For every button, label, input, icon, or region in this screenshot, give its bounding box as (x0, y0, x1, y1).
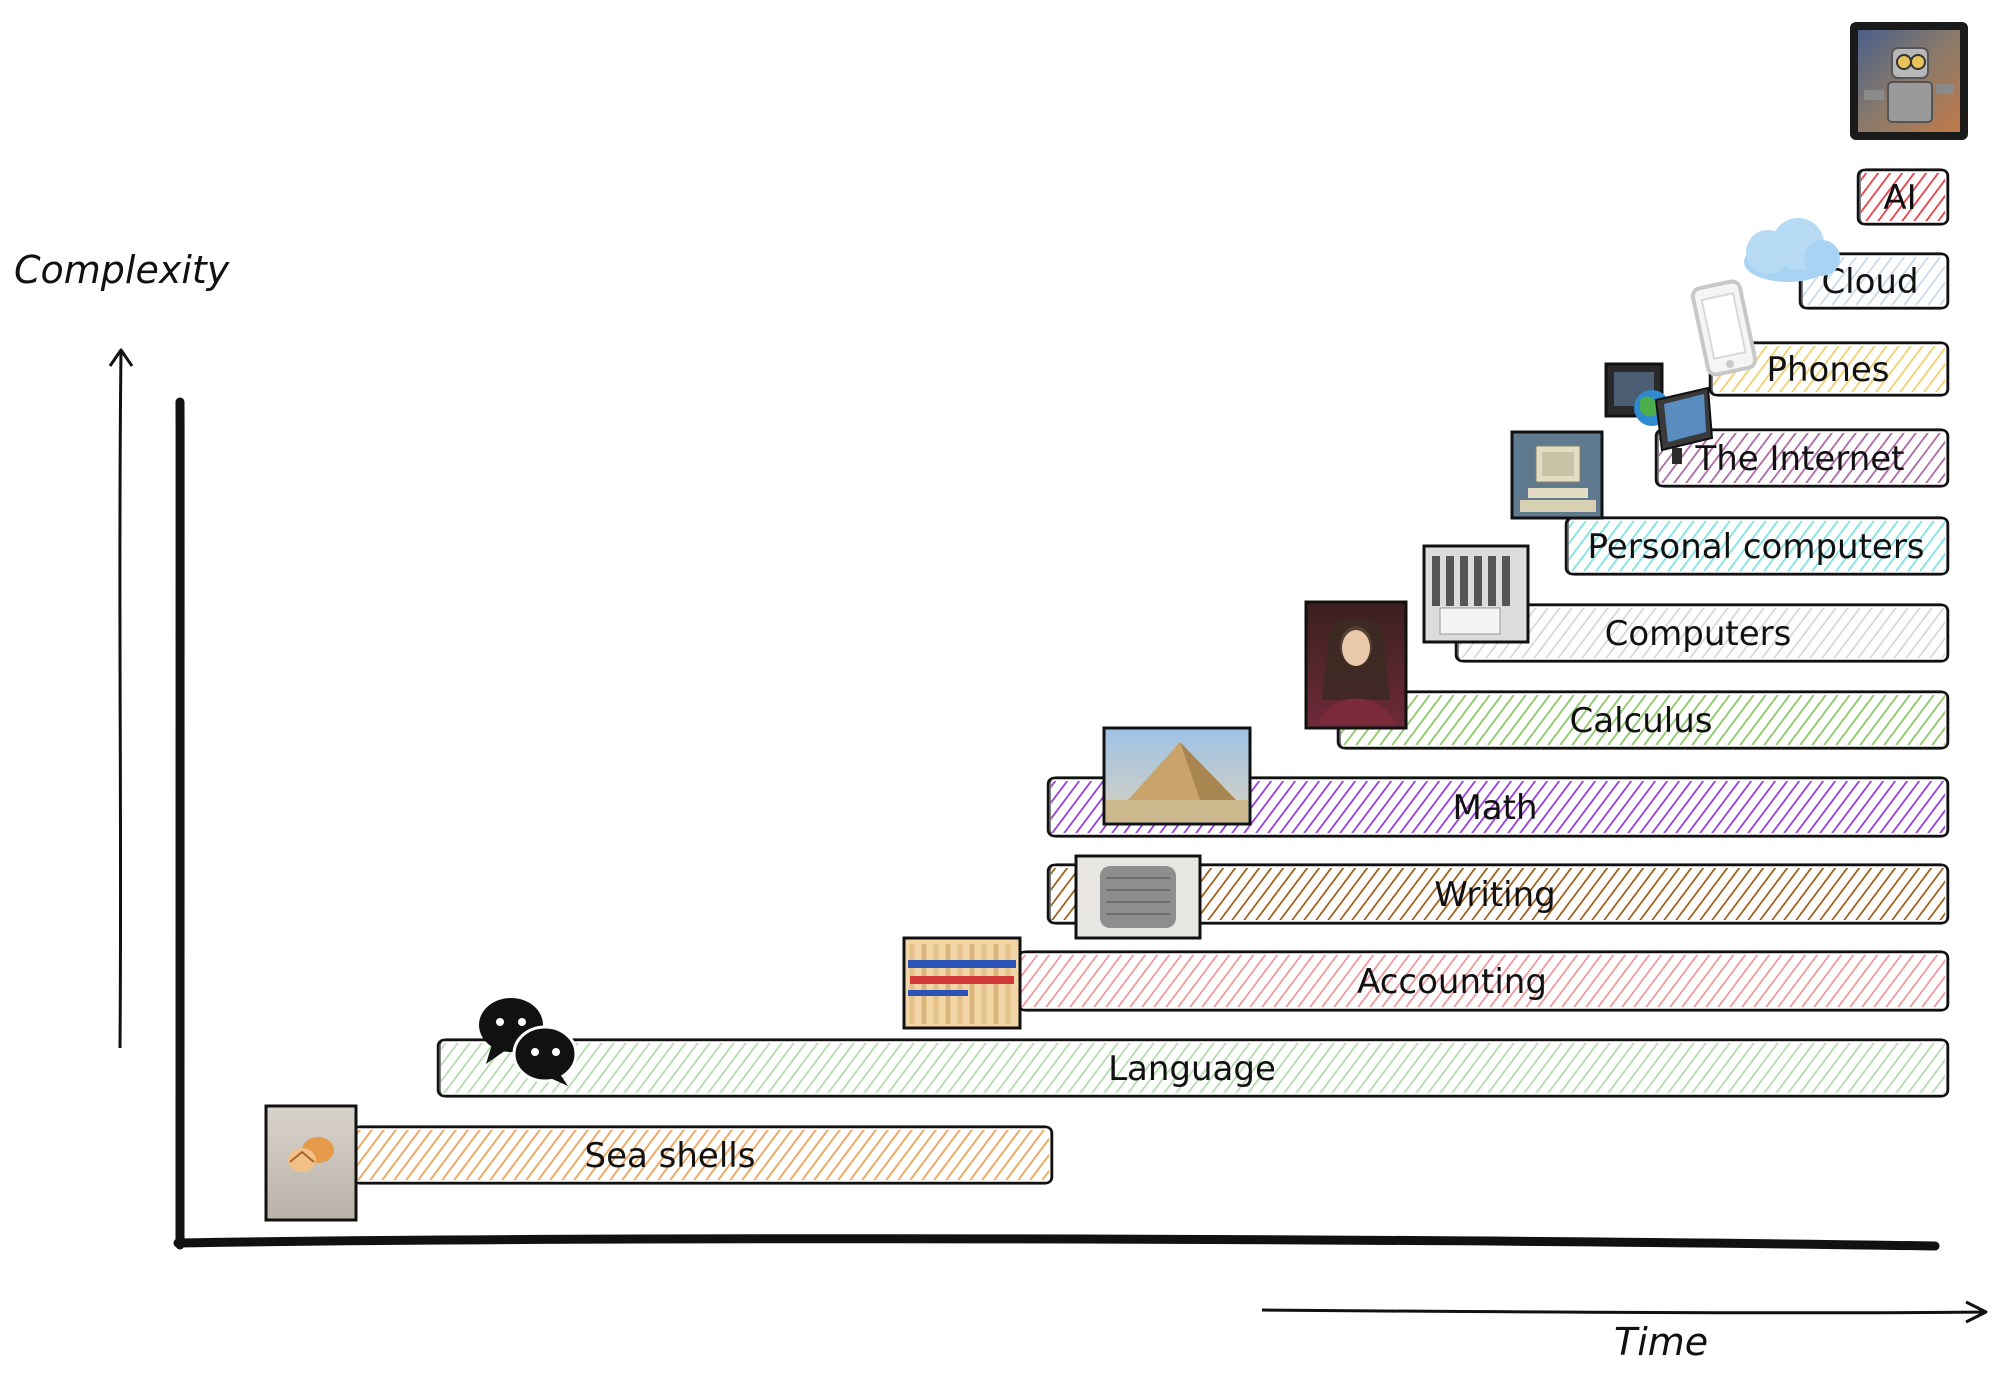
y-axis-label: Complexity (14, 248, 230, 292)
milestone-bar-math: Math (1046, 776, 1950, 838)
x-arrowhead (1965, 1300, 1988, 1324)
counting-sticks-photo (902, 936, 1022, 1030)
y-arrowhead (108, 348, 134, 367)
milestone-label-the-internet: The Internet (1694, 439, 1904, 479)
milestone-label-calculus: Calculus (1570, 701, 1713, 741)
milestone-bar-ai: AI (1856, 168, 1950, 226)
desktop-computer-photo (1510, 430, 1604, 520)
milestone-label-writing: Writing (1434, 875, 1555, 915)
networked-monitors-icon (1604, 362, 1714, 464)
milestone-label-accounting: Accounting (1357, 962, 1547, 1002)
clay-tablet-photo (1074, 854, 1202, 940)
portrait-photo (1304, 600, 1408, 730)
milestone-bar-the-internet: The Internet (1654, 428, 1950, 488)
milestone-bar-language: Language (436, 1038, 1950, 1098)
milestone-bar-sea-shells: Sea shells (350, 1125, 1054, 1185)
axes (108, 348, 1988, 1324)
milestone-bar-personal-computers: Personal computers (1564, 516, 1950, 576)
y-axis-line (174, 397, 185, 1250)
milestone-label-sea-shells: Sea shells (585, 1136, 756, 1176)
speech-bubbles-icon (479, 998, 578, 1086)
milestone-label-cloud: Cloud (1821, 262, 1918, 302)
sea-shells-photo (264, 1104, 358, 1222)
milestone-label-language: Language (1108, 1049, 1276, 1089)
milestone-label-personal-computers: Personal computers (1587, 527, 1924, 567)
milestone-bars: Sea shells Language Accounting Writing Math C… (350, 168, 1950, 1185)
pyramid-photo (1102, 726, 1252, 826)
y-arrow-shaft (118, 351, 123, 1049)
early-computer-photo (1422, 544, 1530, 644)
x-arrow-shaft (1261, 1308, 1986, 1315)
milestone-bar-accounting: Accounting (1016, 950, 1950, 1012)
milestone-bar-computers: Computers (1454, 603, 1950, 663)
cloud-icon (1744, 218, 1840, 282)
milestone-label-ai: AI (1883, 178, 1916, 218)
milestone-bar-writing: Writing (1046, 863, 1950, 925)
milestone-label-math: Math (1452, 788, 1537, 828)
milestone-bar-cloud: Cloud (1798, 252, 1950, 310)
smartphone-icon (1690, 279, 1758, 377)
robot-photo (1850, 22, 1968, 140)
x-axis-line (173, 1234, 1940, 1251)
milestone-label-phones: Phones (1766, 350, 1889, 390)
x-axis-label: Time (1614, 1320, 1709, 1364)
milestone-label-computers: Computers (1605, 614, 1792, 654)
